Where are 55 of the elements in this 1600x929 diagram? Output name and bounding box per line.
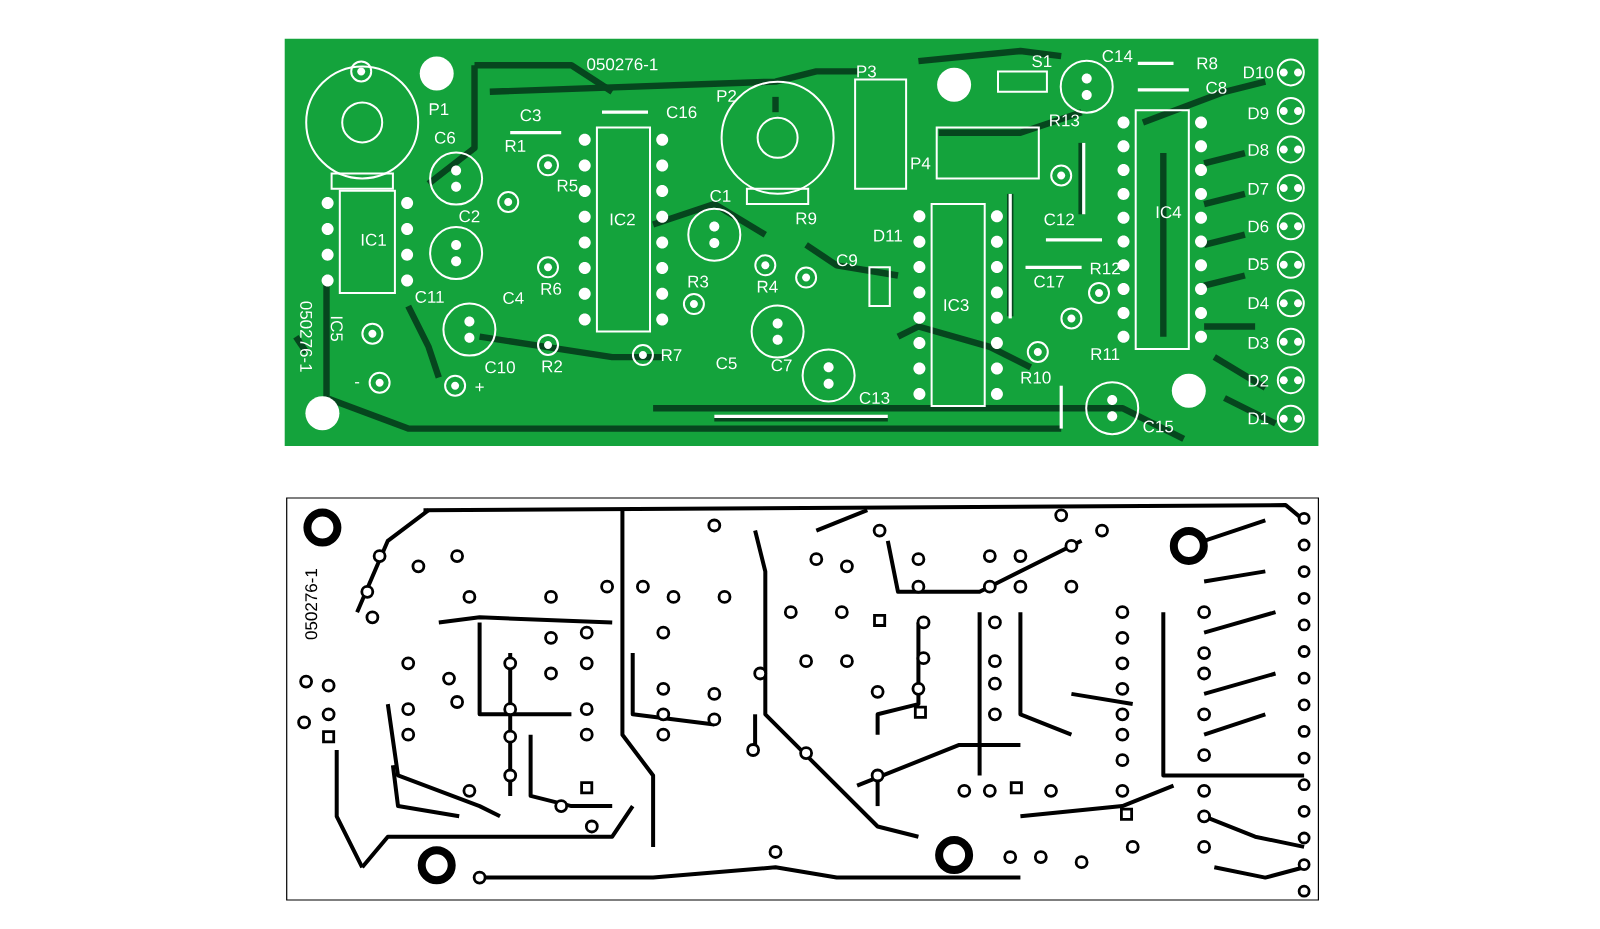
component-label: C12 <box>1044 213 1074 226</box>
component-label: IC3 <box>944 299 969 312</box>
component-label: D1 <box>1248 412 1269 425</box>
component-label: C2 <box>459 210 480 223</box>
component-label: D7 <box>1248 182 1269 195</box>
component-label: IC1 <box>361 233 386 246</box>
component-label: D8 <box>1248 144 1269 156</box>
component-label: C10 <box>485 361 515 374</box>
component-label: D3 <box>1248 336 1269 349</box>
component-label: P1 <box>429 103 449 116</box>
component-label: C8 <box>1206 81 1227 94</box>
board-number-label: 050276-1 <box>587 58 658 71</box>
component-label: D10 <box>1244 66 1274 79</box>
component-label: D5 <box>1248 258 1269 271</box>
component-label: R11 <box>1091 348 1120 360</box>
component-label: D4 <box>1248 297 1269 309</box>
component-label: R8 <box>1197 57 1218 70</box>
component-label: R5 <box>557 179 578 192</box>
component-label: R6 <box>541 282 562 295</box>
board-number-label: 050276-1 <box>305 569 318 640</box>
component-label: R9 <box>796 212 817 225</box>
component-label: C9 <box>836 254 857 267</box>
component-label: R2 <box>542 360 562 373</box>
component-label: S1 <box>1032 55 1052 68</box>
component-label: C4 <box>503 292 524 304</box>
component-label: C14 <box>1102 50 1133 63</box>
component-label: D2 <box>1248 374 1269 387</box>
component-label: C13 <box>859 392 890 404</box>
component-label: C16 <box>666 106 697 119</box>
component-label: C1 <box>710 189 731 202</box>
component-label: P2 <box>717 89 737 102</box>
component-label: D9 <box>1248 107 1269 120</box>
component-label: C6 <box>434 131 456 144</box>
component-label: IC4 <box>1156 206 1182 219</box>
component-label: C3 <box>520 109 541 122</box>
component-label: D11 <box>874 229 902 242</box>
component-label: C11 <box>415 290 444 303</box>
component-label: C15 <box>1143 420 1174 433</box>
component-label: R13 <box>1050 114 1080 127</box>
polarity-sign: + <box>475 382 484 392</box>
component-label: C17 <box>1034 275 1064 288</box>
component-label: IC5 <box>330 316 343 342</box>
component-label: R4 <box>757 280 778 293</box>
component-label: P3 <box>857 65 876 78</box>
component-label: C5 <box>716 357 737 370</box>
component-label: P4 <box>911 157 931 170</box>
component-label: D6 <box>1248 220 1269 233</box>
component-label: C7 <box>771 359 792 372</box>
board-number-label: 050276-1 <box>300 301 313 372</box>
component-label: R1 <box>505 140 526 152</box>
polarity-sign: - <box>355 382 360 384</box>
component-label: R3 <box>688 275 709 288</box>
component-label: R10 <box>1021 371 1051 384</box>
component-label: R7 <box>661 349 682 361</box>
component-label: IC2 <box>610 213 635 226</box>
